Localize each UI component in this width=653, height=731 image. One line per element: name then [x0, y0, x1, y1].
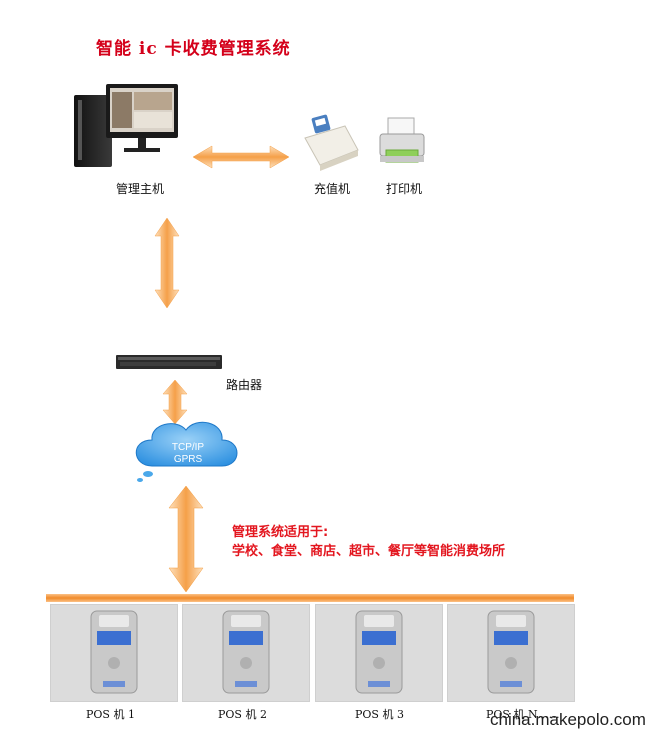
pos-terminal-2	[182, 604, 310, 702]
pos-terminal-n	[447, 604, 575, 702]
pos-label-3: POS 机 3	[355, 708, 404, 721]
pos-label-n: POS 机 N……	[486, 708, 560, 721]
pos-device-icon	[315, 604, 443, 702]
network-cloud-icon	[135, 421, 238, 482]
recharger-icon	[304, 114, 359, 171]
note-line-1: 管理系统适用于:	[232, 525, 329, 540]
router-cloud-arrow	[162, 379, 188, 425]
pos-terminal-3	[315, 604, 443, 702]
printer-icon	[379, 117, 425, 163]
cloud-line-2: GPRS	[173, 454, 203, 465]
pos-device-icon	[182, 604, 310, 702]
host-router-arrow	[154, 217, 180, 309]
network-bus-bar	[46, 594, 574, 602]
pos-device-icon	[50, 604, 178, 702]
host-computer-icon	[74, 84, 178, 167]
cloud-line-1: TCP/IP	[171, 442, 205, 453]
recharger-label: 充值机	[314, 182, 351, 196]
note-line-2: 学校、食堂、商店、超市、餐厅等智能消费场所	[232, 544, 506, 559]
host-recharger-arrow	[192, 145, 290, 169]
host-label: 管理主机	[116, 182, 165, 196]
cloud-text: TCP/IP GPRS	[166, 442, 210, 466]
pos-terminal-1	[50, 604, 178, 702]
router-icon	[116, 355, 222, 369]
cloud-bus-arrow	[168, 485, 204, 593]
applicability-note: 管理系统适用于: 学校、食堂、商店、超市、餐厅等智能消费场所	[232, 523, 505, 561]
pos-label-1: POS 机 1	[86, 708, 135, 721]
site-watermark: china.makepolo.com	[490, 710, 646, 729]
router-label: 路由器	[226, 378, 263, 392]
pos-device-icon	[447, 604, 575, 702]
pos-label-2: POS 机 2	[218, 708, 267, 721]
printer-label: 打印机	[386, 182, 423, 196]
diagram-title: 智能 ic 卡收费管理系统	[96, 39, 291, 59]
